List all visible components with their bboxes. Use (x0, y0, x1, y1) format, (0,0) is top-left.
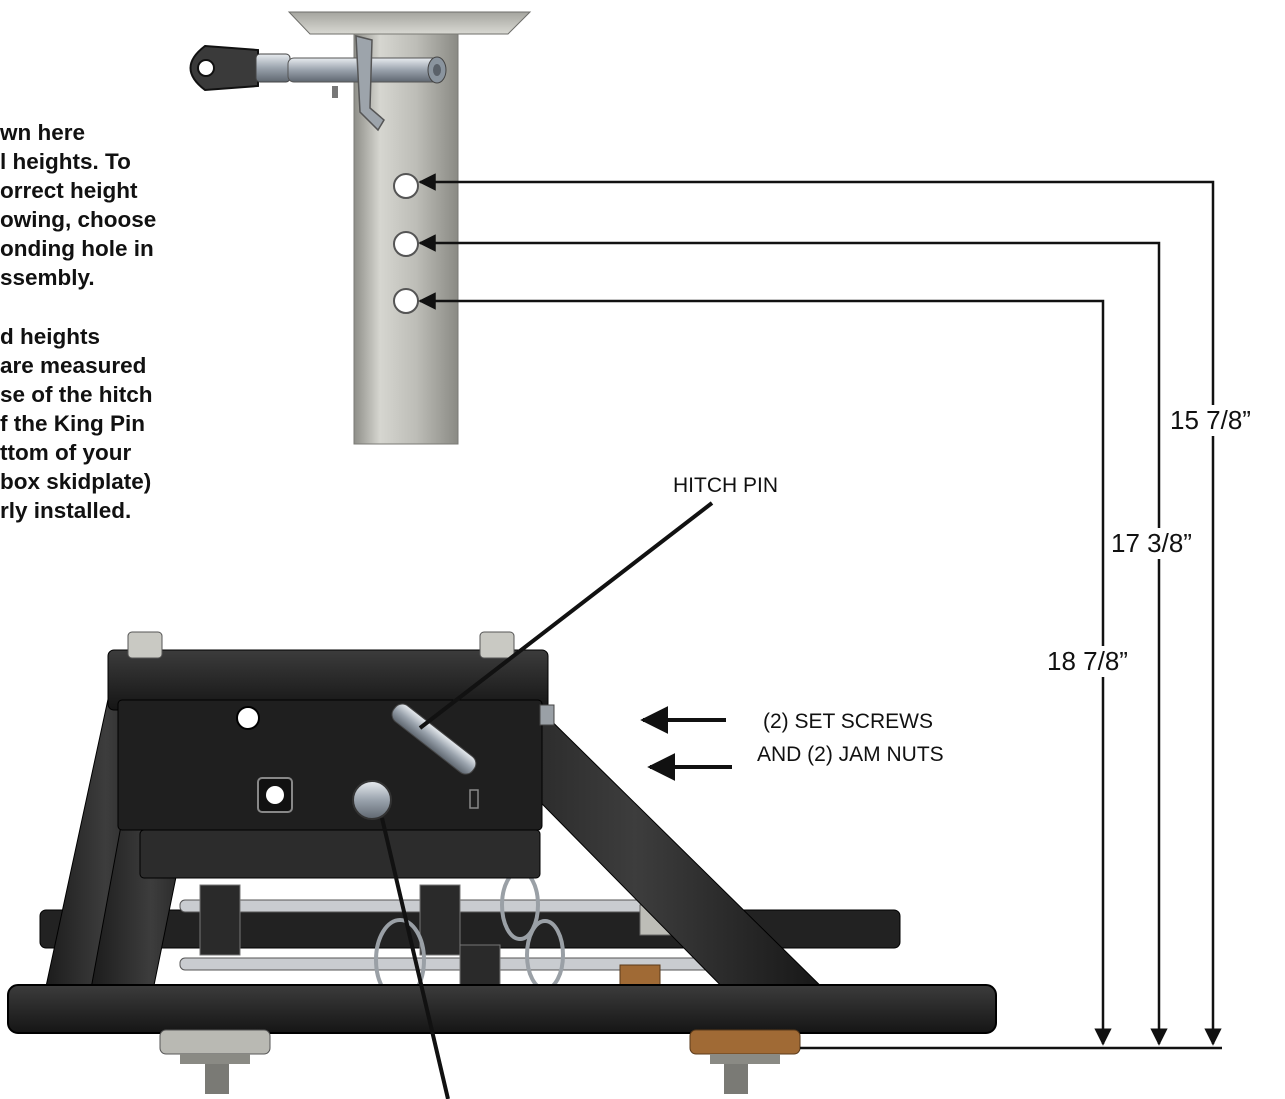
instruction-line: f the King Pin (0, 411, 145, 436)
jam-nuts-label: AND (2) JAM NUTS (757, 743, 944, 766)
dimension-label-middle-hole: 17 3/8” (1109, 528, 1194, 559)
frame-hole (236, 706, 260, 730)
hitch-pin-leader (418, 501, 714, 730)
instruction-line: d heights (0, 324, 100, 349)
dimension-bottom-hole (418, 292, 1112, 1046)
dimension-top-hole (418, 173, 1222, 1046)
height-hole-top (393, 173, 419, 199)
instruction-line: ttom of your (0, 440, 132, 465)
pin-ring-icon (189, 44, 259, 92)
base-rail (7, 984, 997, 1034)
instruction-line: l heights. To (0, 149, 131, 174)
hitch-base-frame (7, 631, 997, 1094)
top-bolt-right (479, 631, 515, 659)
height-hole-middle (393, 231, 419, 257)
dimension-middle-hole (418, 234, 1168, 1046)
instruction-line: owing, choose (0, 207, 157, 232)
instruction-line: orrect height (0, 178, 138, 203)
height-hole-bottom (393, 288, 419, 314)
dimension-label-top-hole: 15 7/8” (1168, 405, 1253, 436)
pin-clip-icon (355, 35, 385, 132)
dimension-lines (418, 173, 1222, 1050)
king-pin-top-plate (287, 11, 532, 35)
dimension-label-bottom-hole: 18 7/8” (1045, 646, 1130, 677)
instruction-line: onding hole in (0, 236, 154, 261)
instruction-line: ssembly. (0, 265, 95, 290)
instruction-line: box skidplate) (0, 469, 152, 494)
instruction-text: wn here l heights. To orrect height owin… (0, 118, 210, 525)
hitch-pin-label: HITCH PIN (673, 474, 778, 497)
top-bolt-left (127, 631, 163, 659)
set-screw-leader (380, 817, 450, 1099)
set-screw-head (352, 780, 392, 820)
retaining-pin (189, 35, 447, 132)
instruction-line: se of the hitch (0, 382, 153, 407)
instruction-line: are measured (0, 353, 147, 378)
instruction-line: rly installed. (0, 498, 132, 523)
instruction-line: wn here (0, 120, 86, 145)
set-screws-label: (2) SET SCREWS (763, 710, 933, 733)
